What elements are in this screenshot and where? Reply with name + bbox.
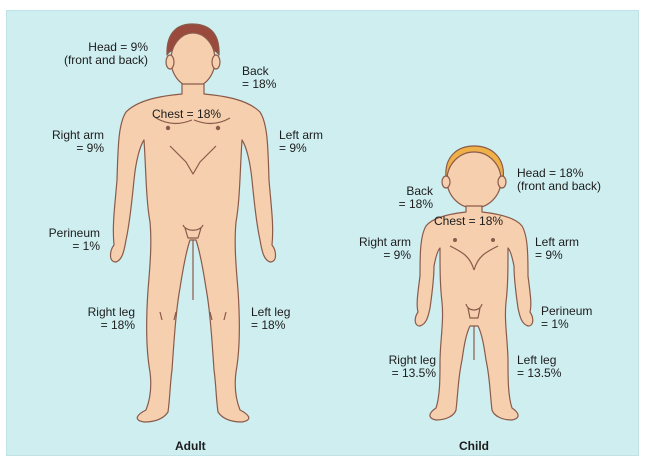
adult-head [171, 33, 215, 87]
child-perineum-label: Perineum = 1% [541, 305, 592, 331]
adult-left-arm-label: Left arm = 9% [279, 129, 323, 155]
child-left-leg-label: Left leg = 13.5% [517, 354, 561, 380]
child-left-arm-label: Left arm = 9% [535, 236, 579, 262]
child-caption: Child [459, 439, 489, 453]
child-head-label: Head = 18% (front and back) [517, 167, 601, 193]
adult-caption: Adult [175, 439, 206, 453]
child-head [447, 152, 501, 208]
adult-right-arm-label: Right arm = 9% [52, 129, 104, 155]
child-back-label: Back = 18% [399, 185, 433, 211]
child-body [415, 206, 533, 420]
child-chest-label: Chest = 18% [434, 215, 503, 228]
child-right-arm-label: Right arm = 9% [359, 236, 411, 262]
adult-chest-label: Chest = 18% [152, 108, 221, 121]
adult-left-leg-label: Left leg = 18% [251, 306, 290, 332]
child-right-leg-label: Right leg = 13.5% [389, 354, 436, 380]
adult-back-label: Back = 18% [242, 65, 276, 91]
adult-perineum-label: Perineum = 1% [49, 227, 100, 253]
adult-right-leg-label: Right leg = 18% [88, 306, 135, 332]
adult-head-label: Head = 9% (front and back) [64, 41, 148, 67]
